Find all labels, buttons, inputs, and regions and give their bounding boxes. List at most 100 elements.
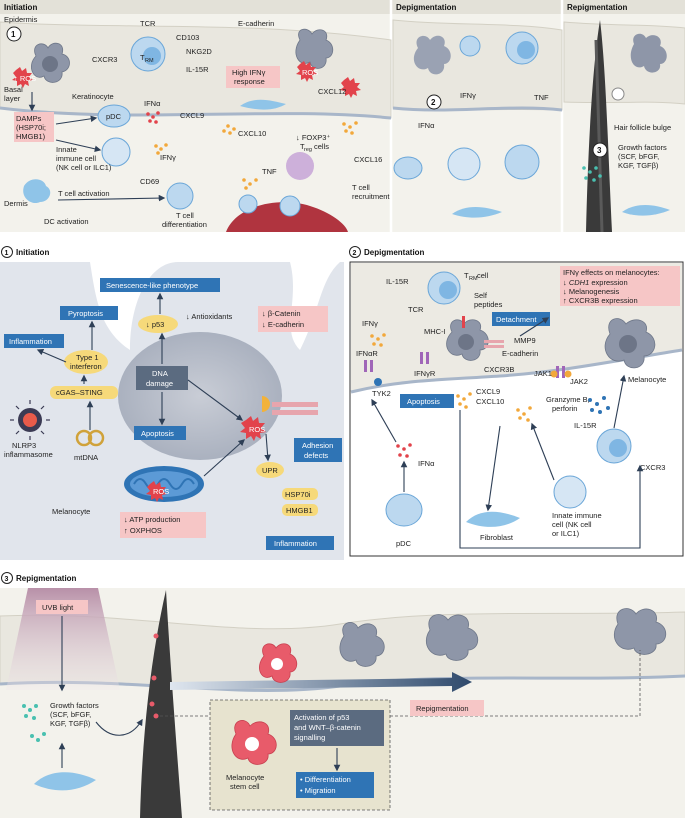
label-pyroptosis: Pyroptosis <box>68 309 103 318</box>
label-gf-bottom-1: Growth factors <box>50 701 99 710</box>
label-melanocyte-dep: Melanocyte <box>628 375 666 384</box>
label-dermis: Dermis <box>4 199 28 208</box>
label-tcr: TCR <box>140 19 156 28</box>
mid-right-number: 2 <box>353 250 357 257</box>
label-bcatenin: ↓ β-Catenin <box>262 309 301 318</box>
ifnar-receptor <box>364 360 373 372</box>
fibroblast-top <box>240 99 286 110</box>
label-tcell-activation: T cell activation <box>58 189 110 198</box>
label-dep-tnf: TNF <box>534 93 549 102</box>
repigmentation-arrow <box>170 672 472 692</box>
label-inflammation: Inflammation <box>9 337 52 346</box>
label-detachment: Detachment <box>496 315 537 324</box>
melanocyte-grey-1 <box>339 622 385 667</box>
ifng-dots-mid <box>370 333 386 347</box>
label-mhc: MHC-I <box>424 327 446 336</box>
label-nlrp3-2: inflammasome <box>4 450 53 459</box>
high-ifng-box <box>226 66 280 88</box>
label-cxcl9-mid: CXCL9 <box>476 387 500 396</box>
label-mmp9: MMP9 <box>514 336 536 345</box>
label-stem-1: Melanocyte <box>226 773 264 782</box>
top-header-strip <box>0 0 685 14</box>
tcell-dep-right-nucleus <box>609 439 627 457</box>
label-il15r-2: IL-15R <box>574 421 597 430</box>
melanocyte-grey-2 <box>425 614 479 661</box>
top-panel: Initiation Depigmentation Repigmentation… <box>0 0 685 233</box>
label-adhesion-2: defects <box>304 451 328 460</box>
hair-follicle-bottom <box>140 590 182 818</box>
label-dna-1: DNA <box>152 369 168 378</box>
ros-burst-top-3 <box>340 77 361 98</box>
uvb-box <box>36 600 88 614</box>
label-ifng-mid: IFNγ <box>362 319 378 328</box>
arrow-recruit-loop <box>459 410 644 549</box>
nlrp3-inflammasome <box>10 400 50 440</box>
label-cxcl9-top: CXCL9 <box>180 111 204 120</box>
label-cd69: CD69 <box>140 177 159 186</box>
ros-burst-top <box>12 67 33 88</box>
tcell-top-1 <box>166 182 194 210</box>
adhesion-box <box>294 438 342 462</box>
label-tcell-rec-2: recruitment <box>352 192 390 201</box>
bottom-number: 3 <box>5 576 9 583</box>
label-cxcl16: CXCL16 <box>354 155 382 164</box>
step-2-number: 2 <box>431 98 436 107</box>
label-effects-2: ↓ Melanogenesis <box>563 287 620 296</box>
label-il15r-mid: IL-15R <box>386 277 409 286</box>
melanocyte-right-top <box>295 28 334 69</box>
label-effects-title: IFNγ effects on melanocytes: <box>563 268 660 277</box>
mid-left-panel: 1 Initiation Senescence-like phenotype P… <box>0 246 344 560</box>
innate-cell-mid <box>553 475 587 509</box>
label-jak1: JAK1 <box>534 369 552 378</box>
label-ifna-mid: IFNα <box>418 459 435 468</box>
label-basal-2: layer <box>4 94 21 103</box>
label-jak2: JAK2 <box>570 377 588 386</box>
label-gf-top-1: Growth factors <box>618 143 667 152</box>
label-cd103: CD103 <box>176 33 199 42</box>
ecad-junction-mid <box>484 340 504 348</box>
label-innate-mid-2: cell (NK cell <box>552 520 592 529</box>
arrow-gf-follicle <box>95 718 143 736</box>
label-ecadherin-top: E-cadherin <box>238 19 274 28</box>
label-trm-mid: T <box>464 271 469 280</box>
mtdna-rings <box>75 429 105 447</box>
type1-ifn-oval <box>64 350 108 374</box>
label-gf-top-3: KGF, TGFβ) <box>618 161 659 170</box>
label-tcell-diff-1: T cell <box>176 211 194 220</box>
treg-cell <box>286 152 314 180</box>
label-ros-top: ↑ ROS <box>14 74 36 83</box>
ifngr-receptor <box>420 352 429 364</box>
label-effects-1: ↓ CDH1 expression <box>563 278 628 287</box>
fibroblast-mid <box>466 511 520 527</box>
tnf-dots-top <box>242 178 258 190</box>
label-cxcl10-mid: CXCL10 <box>476 397 504 406</box>
label-type1-2: interferon <box>70 362 102 371</box>
label-ifna-top: IFNα <box>144 99 161 108</box>
label-cxcr3-mid: CXCR3 <box>640 463 665 472</box>
label-antioxidants: ↓ Antioxidants <box>186 312 233 321</box>
arrow-tcell-activation <box>57 194 166 202</box>
trm-cell-top: T RM <box>130 36 166 72</box>
pyroptosis-box <box>60 306 118 320</box>
label-high-ifng-1: High IFNγ <box>232 68 266 77</box>
label-effects-3: ↑ CXCR3B expression <box>563 296 638 305</box>
label-mtdna: mtDNA <box>74 453 98 462</box>
label-foxp3-1: ↓ FOXP3⁺ <box>296 133 330 142</box>
activation-box <box>290 710 384 746</box>
bottom-title: Repigmentation <box>16 574 77 583</box>
dep-basement-membrane <box>392 106 563 112</box>
arrow-mito-ros <box>203 439 245 477</box>
label-melanocyte-mid: Melanocyte <box>52 507 90 516</box>
label-oxphos: ↑ OXPHOS <box>124 526 162 535</box>
rep-keratinocyte-layer <box>563 21 685 105</box>
nucleus <box>118 332 282 460</box>
label-ros-mid: ROS <box>249 425 265 434</box>
label-ros-mito: ROS <box>153 487 169 496</box>
mitochondrion <box>124 466 204 502</box>
step-1-badge <box>6 26 22 42</box>
ros-burst-mito <box>146 481 167 502</box>
label-cgas: cGAS–STING <box>56 388 103 397</box>
label-innate-1: Innate <box>56 145 77 154</box>
ifng-effects-box <box>560 266 680 306</box>
repig-box <box>410 700 484 716</box>
